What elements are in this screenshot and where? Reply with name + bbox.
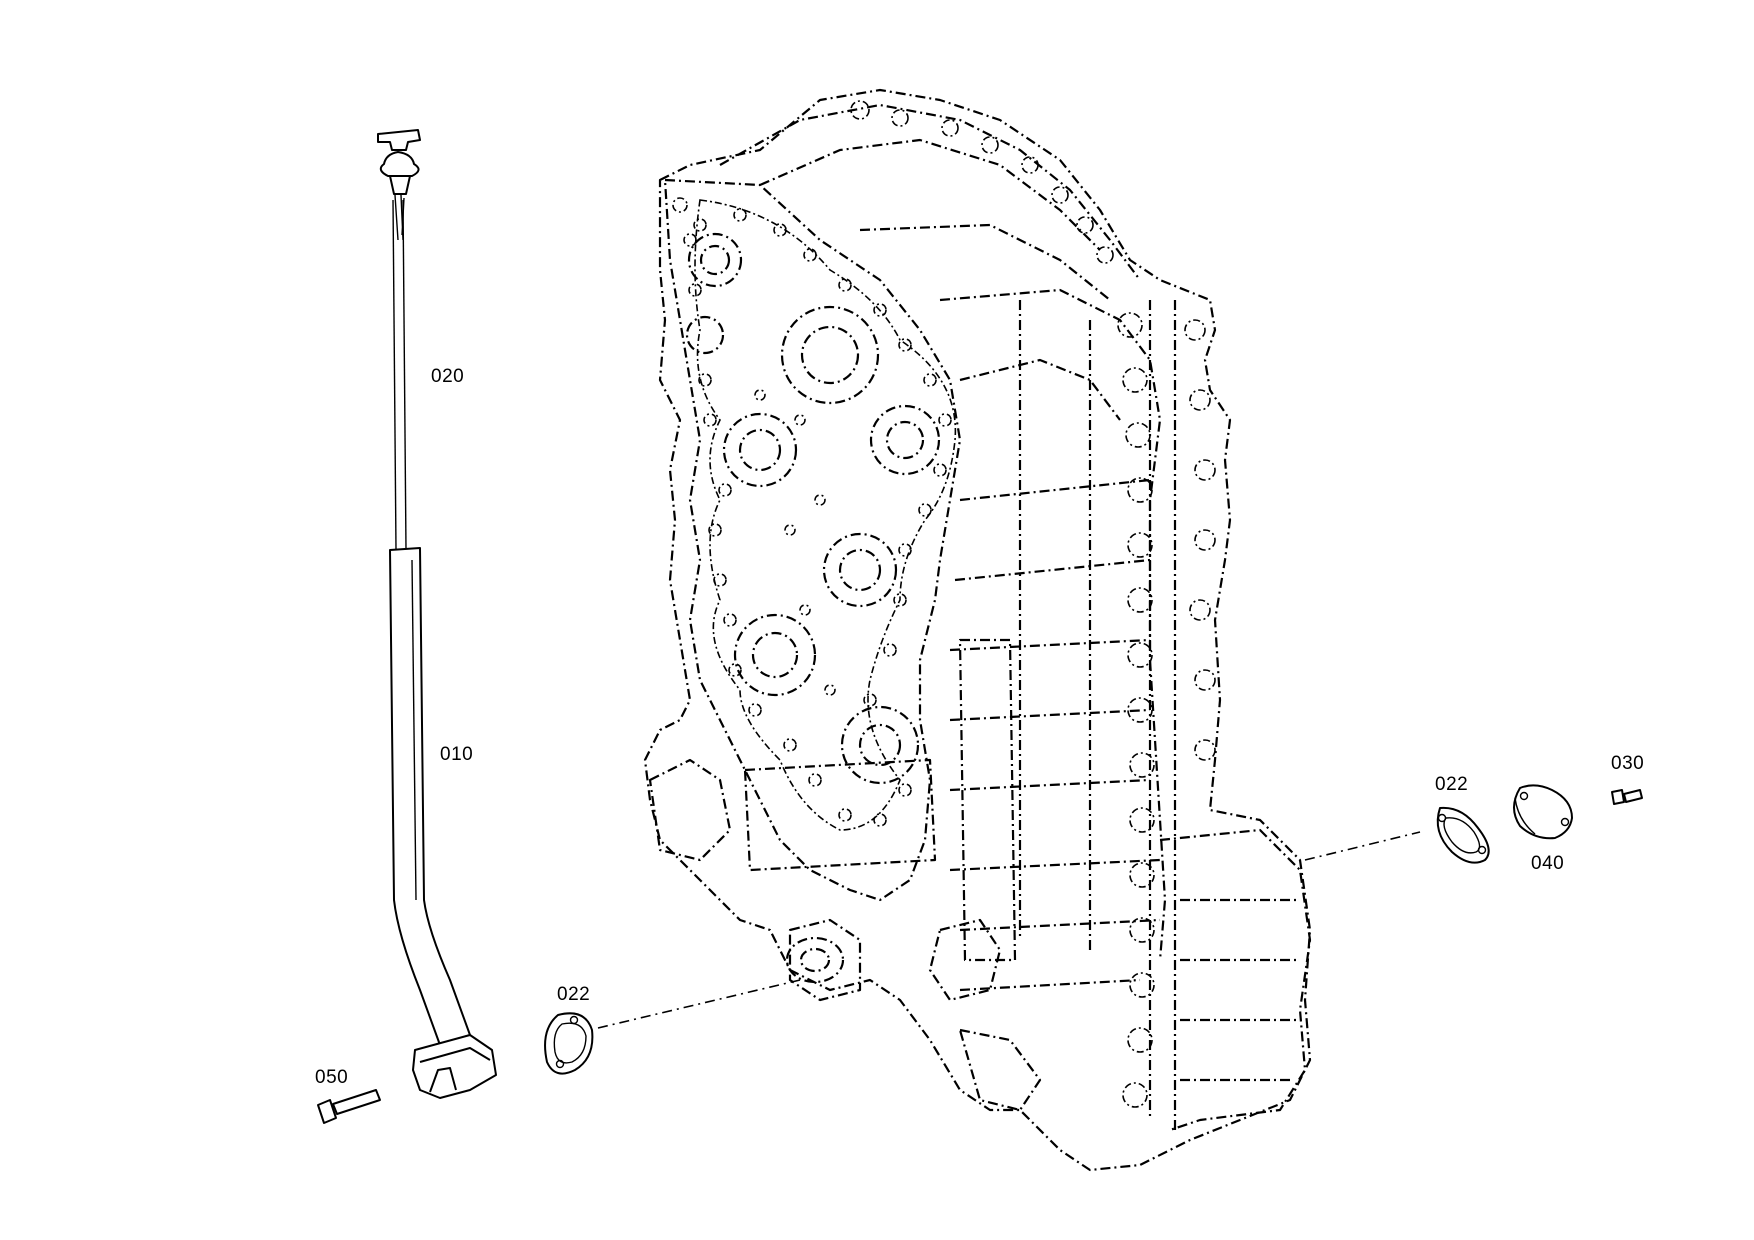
callout-gasket-rear: 022 — [1435, 774, 1469, 795]
dipstick-tube — [389, 547, 497, 1099]
callout-dipstick: 020 — [431, 366, 465, 387]
gasket-rear — [1436, 806, 1490, 864]
gasket-front — [544, 1012, 594, 1075]
callout-cover-plate: 040 — [1531, 853, 1565, 874]
dipstick — [377, 129, 421, 551]
bolt-rear — [1611, 789, 1643, 805]
bolt-front — [317, 1089, 381, 1124]
transmission-housing — [643, 88, 1312, 1172]
callout-gasket-front: 022 — [557, 984, 591, 1005]
cover-plate — [1513, 784, 1573, 840]
callout-bolt-front: 050 — [315, 1067, 349, 1088]
callout-bolt-rear: 030 — [1611, 753, 1645, 774]
leader-lines — [597, 831, 1421, 1029]
callout-dipstick-tube: 010 — [440, 744, 474, 765]
